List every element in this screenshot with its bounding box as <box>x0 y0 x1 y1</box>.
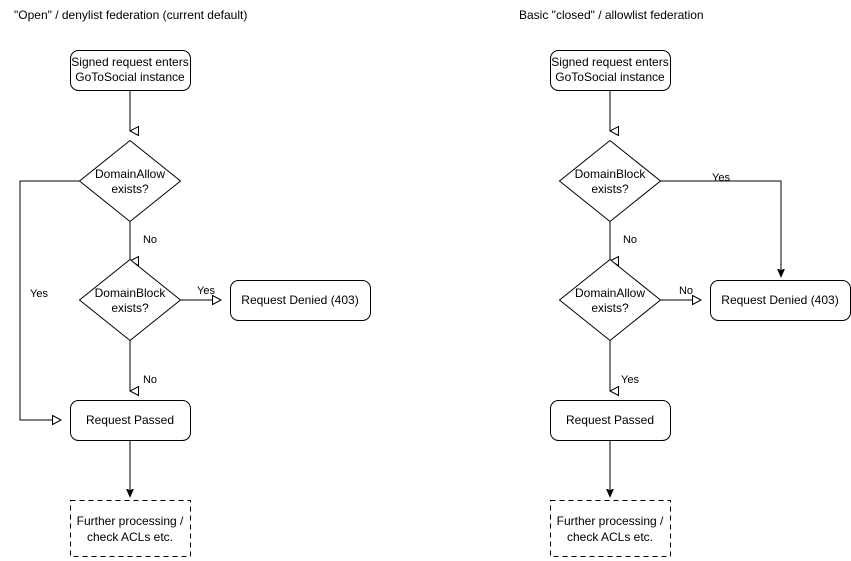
node-request-denied-right: Request Denied (403) <box>710 280 851 321</box>
further-processing-box-shape <box>70 500 191 557</box>
node-further-processing-left: Further processing / check ACLs etc. <box>70 500 191 557</box>
domainallow-label-line2: exists? <box>111 182 149 196</box>
node-request-passed-right: Request Passed <box>550 400 671 441</box>
further-processing-line2: check ACLs etc. <box>87 530 173 544</box>
request-denied-box-shape <box>230 280 371 321</box>
request-passed-label-right: Request Passed <box>566 413 654 427</box>
edge-domainblock-yes-to-denied-right <box>660 180 782 277</box>
node-entry-right: Signed request enters GoToSocial instanc… <box>550 50 671 91</box>
domainblock-label-line1: DomainBlock <box>95 286 167 300</box>
request-denied-label-right: Request Denied (403) <box>721 293 838 307</box>
entry-box-right-line2: GoToSocial instance <box>555 70 665 84</box>
node-entry-left: Signed request enters GoToSocial instanc… <box>70 50 191 91</box>
further-processing-right-line2: check ACLs etc. <box>567 530 653 544</box>
domainblock-right-label-line2: exists? <box>591 182 629 196</box>
panel-title-open-denylist: "Open" / denylist federation (current de… <box>14 8 247 22</box>
edge-label-domainallow-no: No <box>143 234 157 246</box>
domainallow-label-line1: DomainAllow <box>95 167 165 181</box>
entry-box-line2: GoToSocial instance <box>75 70 185 84</box>
edge-label-domainallow-yes-right: Yes <box>621 374 639 386</box>
node-decision-domainallow-right: DomainAllow exists? <box>558 258 662 342</box>
request-denied-label: Request Denied (403) <box>241 293 358 307</box>
domainallow-right-label-line2: exists? <box>591 301 629 315</box>
edge-domainallow-yes-to-passed <box>19 180 80 420</box>
further-processing-line1: Further processing / <box>77 514 184 528</box>
further-processing-box-shape-right <box>550 500 671 557</box>
node-further-processing-right: Further processing / check ACLs etc. <box>550 500 671 557</box>
edge-label-domainallow-no-right: No <box>679 285 693 297</box>
node-request-denied-left: Request Denied (403) <box>230 280 371 321</box>
node-request-passed-left: Request Passed <box>70 400 191 441</box>
edge-label-domainblock-no: No <box>143 374 157 386</box>
request-passed-label: Request Passed <box>86 413 174 427</box>
node-decision-domainblock-left: DomainBlock exists? <box>78 258 182 342</box>
edge-label-domainblock-yes: Yes <box>197 285 215 297</box>
further-processing-right-line1: Further processing / <box>557 514 664 528</box>
edge-label-domainblock-yes-right: Yes <box>712 172 730 184</box>
domainblock-right-label-line1: DomainBlock <box>575 167 647 181</box>
domainblock-label-line2: exists? <box>111 301 149 315</box>
edge-label-domainallow-yes: Yes <box>30 288 48 300</box>
panel-open-denylist: "Open" / denylist federation (current de… <box>14 8 371 557</box>
edge-label-domainblock-no-right: No <box>623 234 637 246</box>
panel-title-closed-allowlist: Basic "closed" / allowlist federation <box>519 8 704 22</box>
entry-box-line1: Signed request enters <box>71 55 188 69</box>
domainallow-right-label-line1: DomainAllow <box>575 286 645 300</box>
entry-box-right-line1: Signed request enters <box>551 55 668 69</box>
node-decision-domainallow-left: DomainAllow exists? <box>78 139 182 223</box>
panel-closed-allowlist: Basic "closed" / allowlist federation Si… <box>519 8 851 557</box>
node-decision-domainblock-right: DomainBlock exists? <box>558 139 662 223</box>
